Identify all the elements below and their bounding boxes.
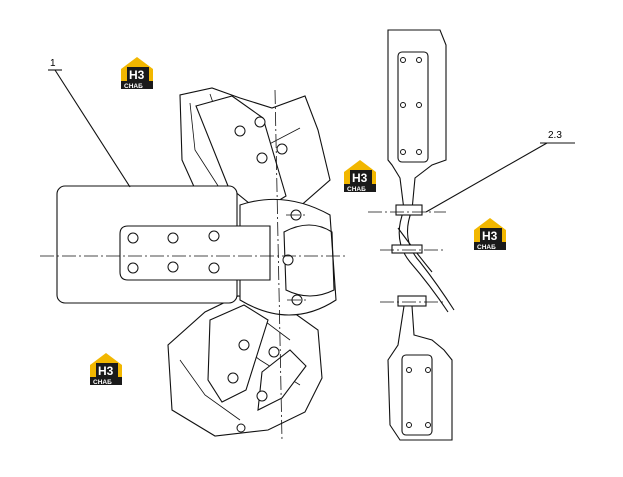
svg-text:CHAБ: CHAБ — [93, 379, 112, 386]
mounting-plate — [119, 225, 271, 281]
blade-lower — [167, 295, 323, 437]
callout-2-3: 2.3 — [548, 130, 562, 141]
svg-text:CHAБ: CHAБ — [477, 244, 496, 251]
callout-1: 1 — [50, 58, 56, 69]
watermark-logo: H3 CHAБ — [344, 160, 376, 193]
svg-text:H3: H3 — [129, 68, 145, 82]
watermark-logo: H3 CHAБ — [90, 353, 122, 386]
svg-text:H3: H3 — [482, 229, 498, 243]
svg-text:CHAБ: CHAБ — [347, 186, 366, 193]
watermark-logo: H3 CHAБ — [474, 218, 506, 251]
side-blade-upper — [387, 29, 447, 211]
watermark-logo: H3 CHAБ — [121, 57, 153, 90]
svg-text:H3: H3 — [98, 364, 114, 378]
leader-line-2-3 — [425, 142, 548, 213]
bolt-holes — [127, 116, 303, 433]
fan-front-view — [40, 87, 345, 441]
svg-text:CHAБ: CHAБ — [124, 83, 143, 90]
leader-line-1 — [54, 69, 131, 188]
side-blade-lower — [387, 305, 453, 441]
fan-side-view — [368, 29, 455, 441]
svg-text:H3: H3 — [352, 171, 368, 185]
